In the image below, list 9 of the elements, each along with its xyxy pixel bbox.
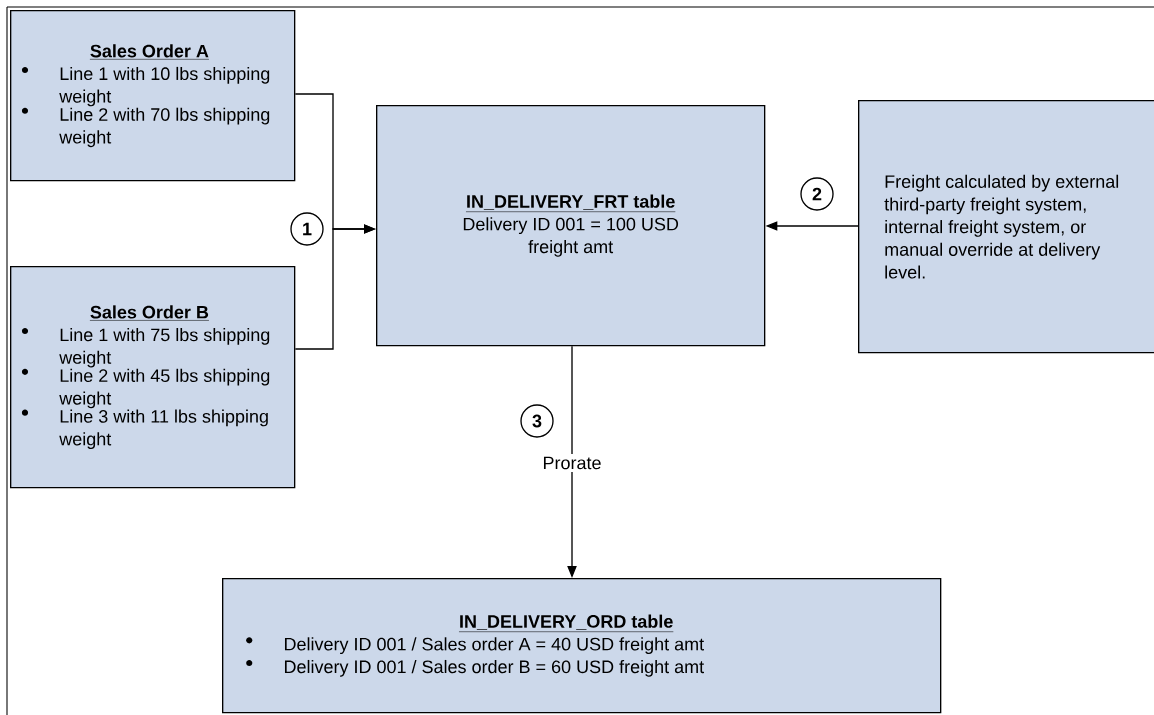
callout-number: 3 [520, 404, 554, 438]
order-box: IN_DELIVERY_ORD table Delivery ID 001 / Sales order A = 40 USD freight amt Delivery ID 001 / Sales order B = 60 USD freight amt [222, 578, 942, 714]
edge-label: Prorate [539, 454, 605, 472]
process-box: Freight calculated by external third-party freight system, internal freight system, or manual override at delivery level. [858, 100, 1154, 354]
callout-number: 1 [290, 212, 324, 246]
callout-number: 2 [800, 177, 834, 211]
order-box: Sales Order A Line 1 with 10 lbs shipping weight Line 2 with 70 lbs shipping weight [10, 10, 296, 182]
table-box: IN_DELIVERY_FRT table Delivery ID 001 = 100 USD freight amt [376, 105, 766, 347]
order-box: Sales Order B Line 1 with 75 lbs shipping weight Line 2 with 45 lbs shipping weight Line 3 with 11 lbs shipping weight [10, 266, 296, 489]
